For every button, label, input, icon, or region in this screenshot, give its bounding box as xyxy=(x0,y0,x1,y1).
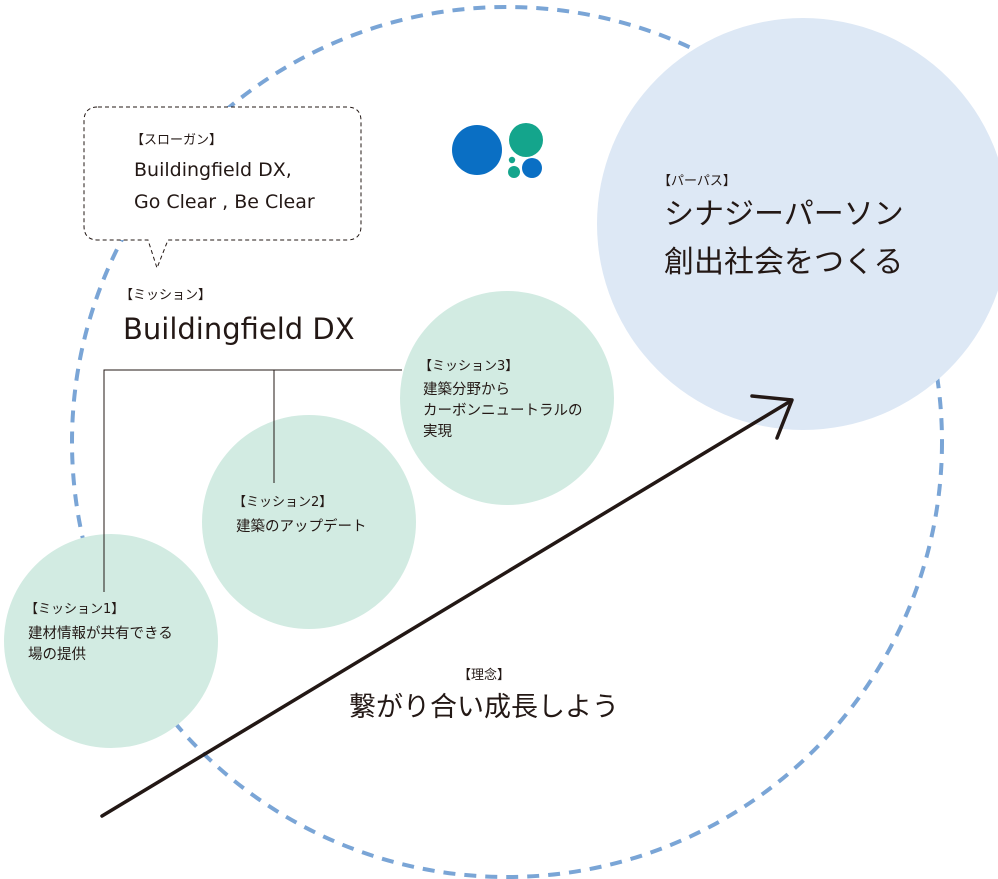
brand-logo-icon xyxy=(452,123,543,178)
mission1-circle xyxy=(4,534,218,748)
slogan-line-1: Buildingfield DX, xyxy=(134,159,292,181)
philosophy-tag: 【理念】 xyxy=(458,668,511,683)
purpose-circle xyxy=(597,18,998,430)
mission-connector-lines xyxy=(103,369,402,592)
outer-dashed-ring xyxy=(70,5,944,879)
mission3-tag: 【ミッション3】 xyxy=(419,359,519,374)
slogan-bubble xyxy=(83,106,362,270)
mission2-text: 建築のアップデート xyxy=(236,519,367,535)
mission2-circle xyxy=(202,415,416,629)
mission2-tag: 【ミッション2】 xyxy=(233,495,333,510)
growth-arrow xyxy=(100,394,794,818)
mission3-text: 建築分野から カーボンニュートラルの 実現 xyxy=(423,382,583,441)
philosophy-text: 繋がり合い成長しよう xyxy=(349,692,619,723)
purpose-tag: 【パーパス】 xyxy=(658,174,736,189)
mission1-tag: 【ミッション1】 xyxy=(25,602,125,617)
mission-title: Buildingfield DX xyxy=(123,312,355,346)
mission-tag: 【ミッション】 xyxy=(120,288,212,303)
slogan-tag: 【スローガン】 xyxy=(131,133,223,148)
slogan-line-2: Go Clear , Be Clear xyxy=(134,191,315,213)
purpose-line-2: 創出社会をつくる xyxy=(664,245,904,280)
purpose-line-1: シナジーパーソン xyxy=(664,197,904,232)
mission1-text: 建材情報が共有できる 場の提供 xyxy=(28,626,173,664)
mission3-circle xyxy=(400,291,614,505)
